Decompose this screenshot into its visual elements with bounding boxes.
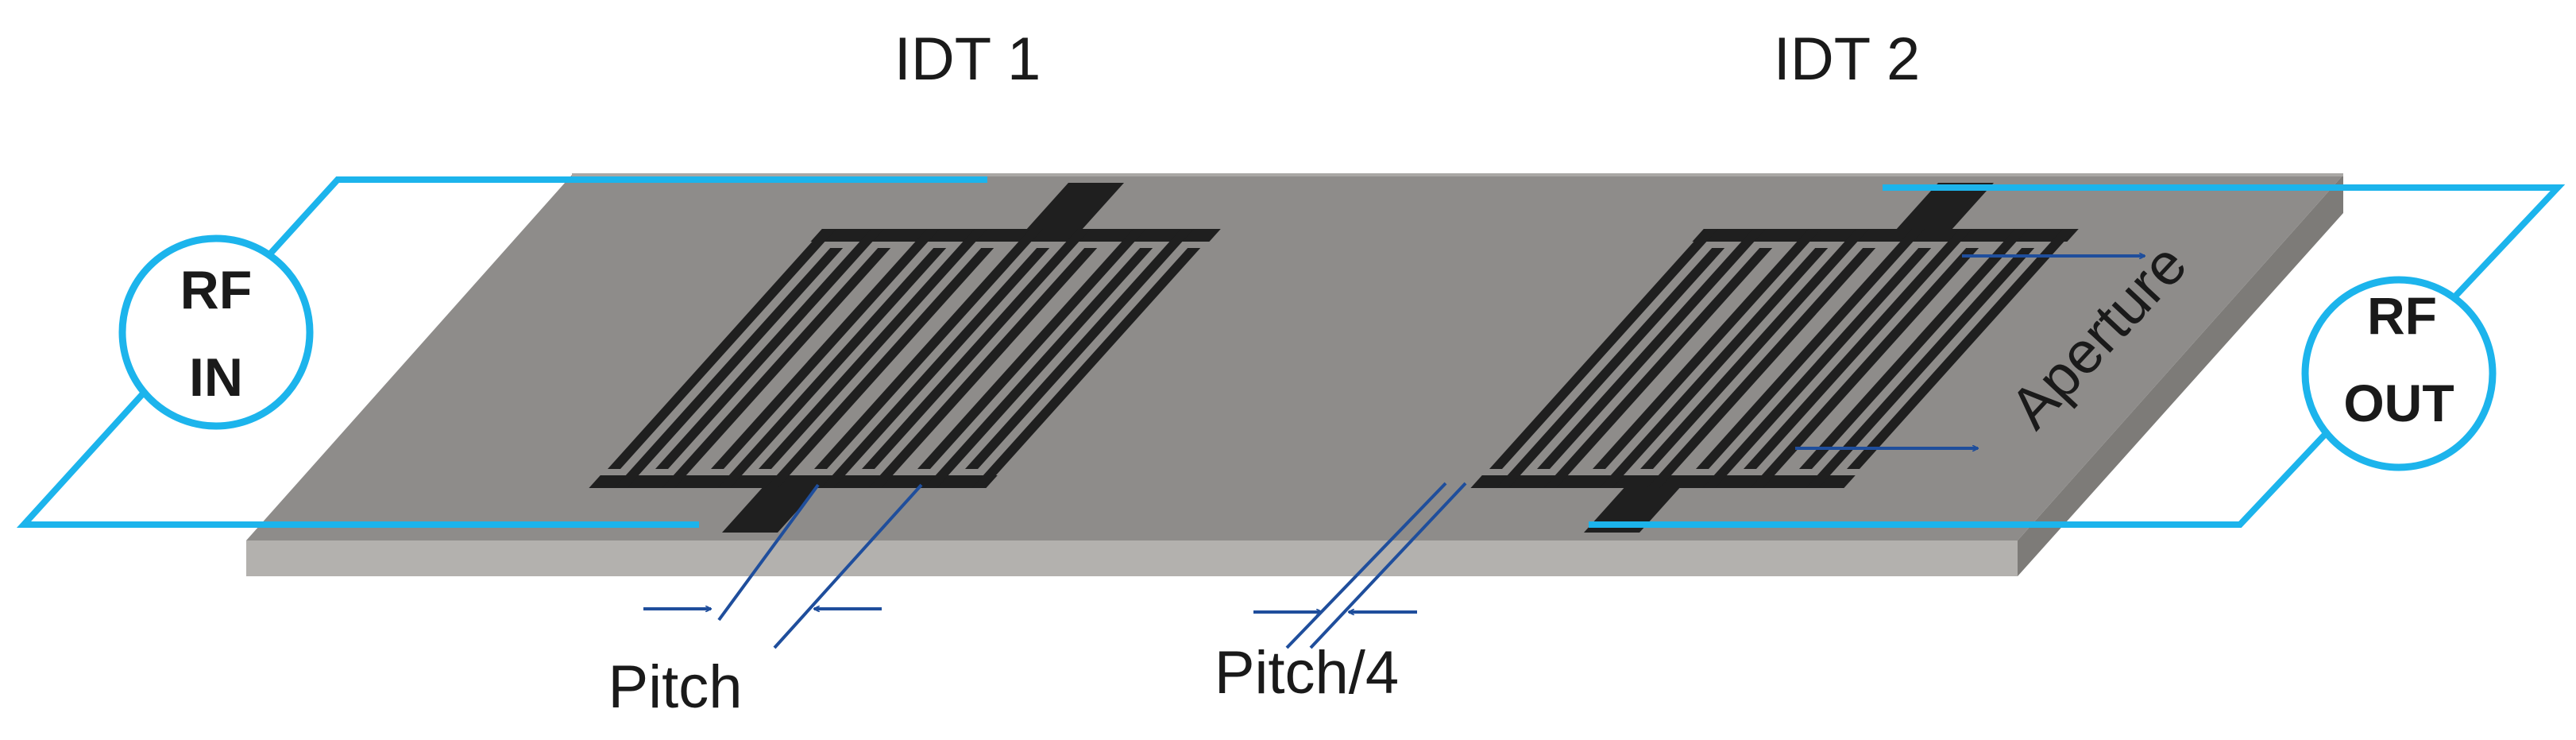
- idt-2-finger: [1536, 229, 1766, 469]
- idt-2-finger: [1743, 229, 1972, 469]
- idt-1-finger: [662, 248, 891, 488]
- idt-1: [589, 183, 1221, 533]
- idt-1-finger: [765, 248, 994, 488]
- idt-2-finger: [1543, 248, 1773, 488]
- idt-2-label: IDT 2: [1774, 25, 1920, 93]
- idt-1-finger: [655, 229, 884, 469]
- rf-in-circle: [118, 234, 314, 430]
- idt-1-finger: [607, 229, 836, 469]
- idt-1-finger: [614, 248, 844, 488]
- idt-1-bottom-busbar: [589, 475, 998, 488]
- idt-1-label: IDT 1: [894, 25, 1041, 93]
- idt-2-finger: [1806, 248, 2035, 488]
- idt-1-finger: [971, 248, 1201, 488]
- idt-2-finger: [1798, 229, 2028, 469]
- idt-2-top-pad: [1896, 183, 1994, 229]
- idt-2-finger: [1599, 248, 1829, 488]
- idt-1-finger: [821, 248, 1050, 488]
- idt-2-finger: [1702, 248, 1932, 488]
- rf-in-port: RF IN: [118, 234, 314, 430]
- idt-2-finger: [1592, 229, 1821, 469]
- idt-2-finger: [1695, 229, 1925, 469]
- pitch-leader-left: [717, 483, 820, 622]
- idt-1-finger: [924, 248, 1153, 488]
- aperture-annotation: [1795, 256, 2145, 448]
- pitch-quarter-leader-left: [1285, 482, 1447, 649]
- pitch-quarter-label: Pitch/4: [1215, 639, 1399, 707]
- pitch-leader-right: [773, 483, 923, 649]
- pitch-quarter-annotation: [1253, 482, 1467, 649]
- idt-2-finger: [1639, 229, 1869, 469]
- idt-1-finger: [813, 229, 1043, 469]
- idt-2-top-busbar: [1692, 229, 2079, 242]
- idt-1-finger: [758, 229, 987, 469]
- idt-2-finger: [1846, 229, 2076, 469]
- idt-1-finger: [917, 229, 1146, 469]
- rf-out-port: RF OUT: [2301, 276, 2497, 471]
- idt-1-finger: [868, 248, 1098, 488]
- idt-2-finger: [1647, 248, 1876, 488]
- idt-1-finger: [861, 229, 1091, 469]
- substrate-side-right: [2018, 175, 2343, 576]
- idt-1-top-busbar: [810, 229, 1221, 242]
- rf-out-label-line2: OUT: [2343, 374, 2454, 432]
- idt-1-bottom-pad: [721, 488, 818, 533]
- rf-out-label-line1: RF: [2367, 286, 2437, 345]
- idt-1-finger: [964, 229, 1194, 469]
- rf-out-circle: [2301, 276, 2497, 471]
- substrate-side-front: [246, 540, 2018, 576]
- pitch-quarter-leader-right: [1309, 482, 1467, 649]
- idt-2-finger: [1750, 248, 1979, 488]
- rf-in-label-line2: IN: [189, 347, 243, 408]
- rf-in-label-line1: RF: [180, 260, 253, 320]
- idt-2-finger: [1489, 229, 1718, 469]
- idt-1-finger: [717, 248, 947, 488]
- pitch-label: Pitch: [608, 653, 743, 721]
- idt-2: [1470, 183, 2079, 533]
- idt-2-finger: [1496, 248, 1725, 488]
- pitch-annotation: [643, 483, 923, 649]
- idt-1-finger: [710, 229, 940, 469]
- idt-1-top-pad: [1026, 183, 1124, 229]
